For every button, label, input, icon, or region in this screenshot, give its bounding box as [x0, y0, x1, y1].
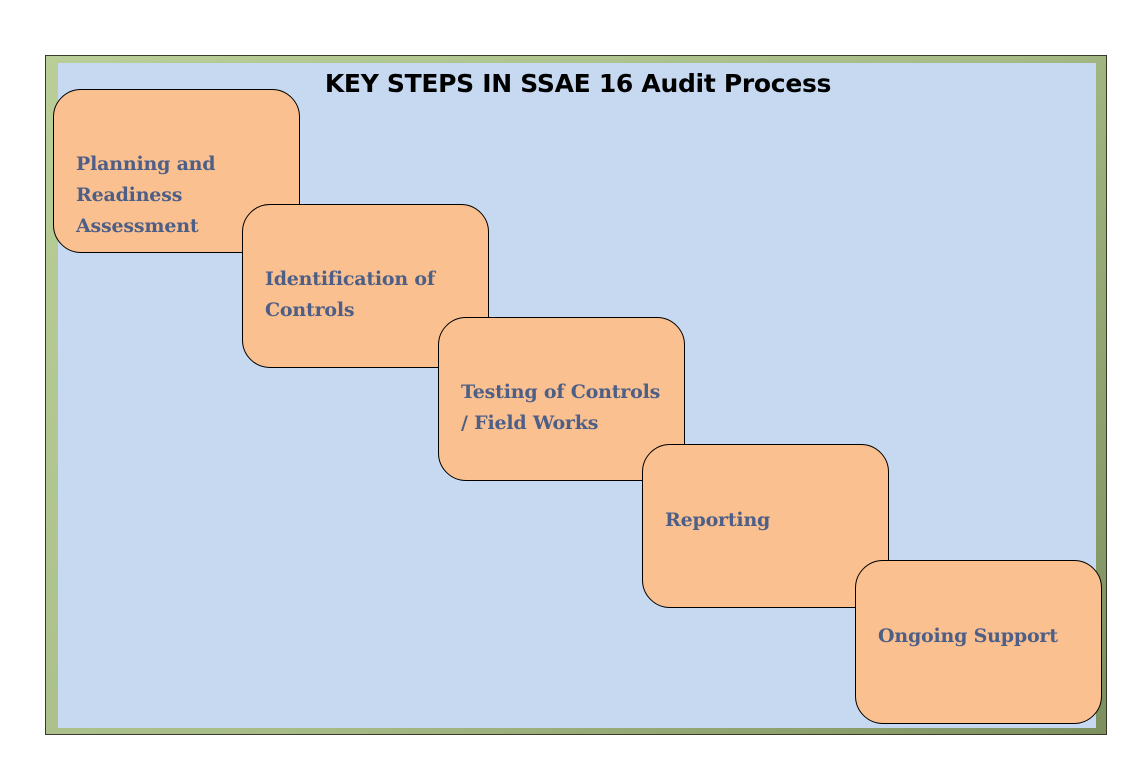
step-testing-of-controls: Testing of Controls / Field Works [438, 317, 685, 481]
step-label: Testing of Controls / Field Works [461, 381, 661, 434]
step-reporting: Reporting [642, 444, 889, 608]
step-label: Identification of Controls [265, 268, 435, 321]
diagram-title: KEY STEPS IN SSAE 16 Audit Process [324, 69, 832, 98]
step-ongoing-support: Ongoing Support [855, 560, 1102, 724]
step-label: Reporting [665, 509, 771, 531]
step-label: Planning and Readiness Assessment [76, 153, 216, 237]
step-label: Ongoing Support [878, 625, 1058, 647]
